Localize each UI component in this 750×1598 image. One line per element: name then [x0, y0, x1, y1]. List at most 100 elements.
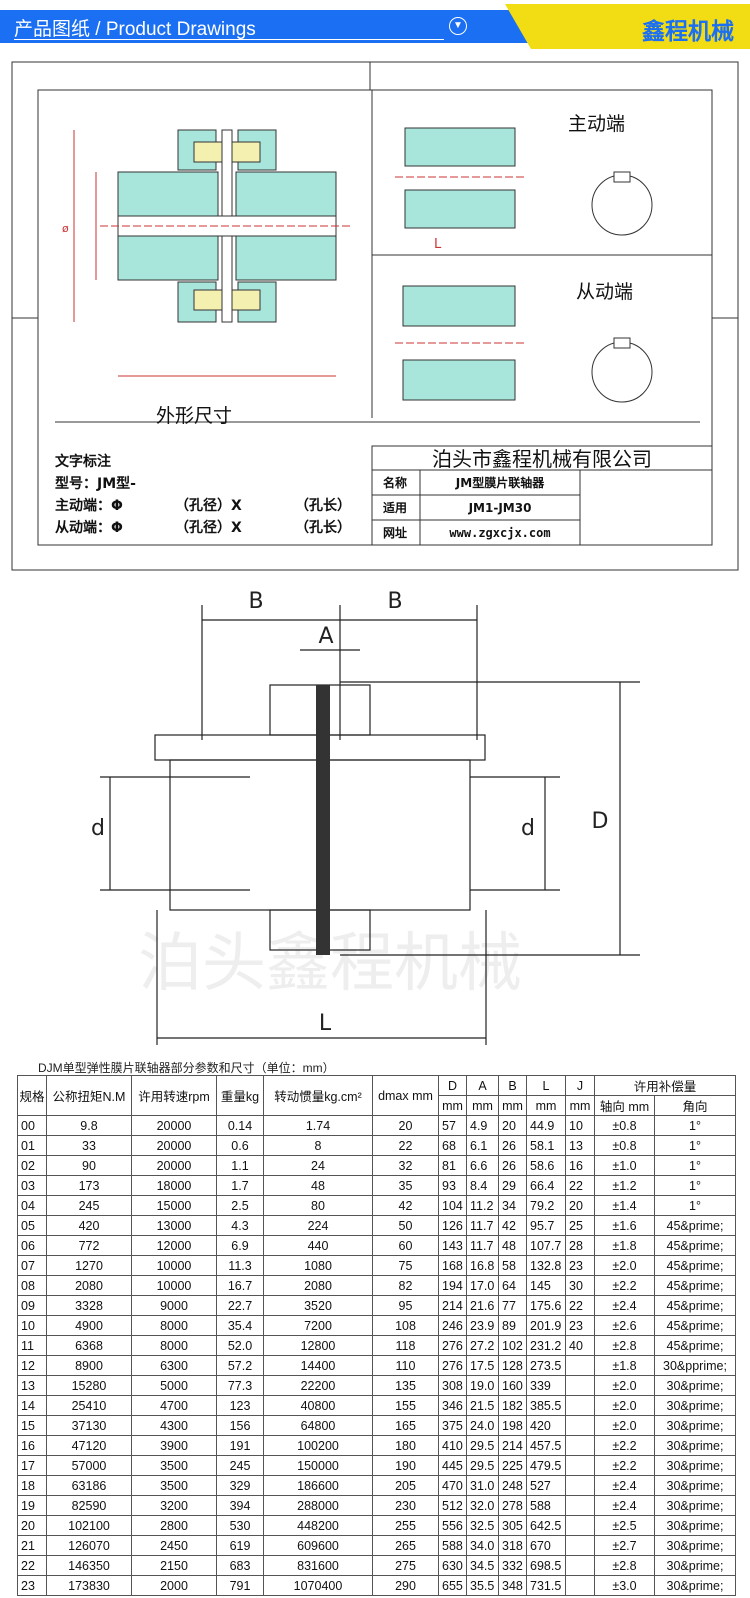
table-cell: 329 — [216, 1475, 264, 1496]
table-cell: 95 — [372, 1295, 439, 1316]
table-cell: ±0.8 — [594, 1135, 655, 1156]
table-cell: 28 — [565, 1235, 595, 1256]
name-label: 名称 — [383, 475, 407, 490]
table-cell: 13 — [565, 1135, 595, 1156]
table-cell: 305 — [498, 1515, 527, 1536]
dim-d-right: d — [521, 816, 535, 841]
table-cell: 21 — [17, 1535, 47, 1556]
table-cell: 45&prime; — [654, 1235, 736, 1256]
table-cell: 527 — [526, 1475, 566, 1496]
table-cell: ±2.0 — [594, 1395, 655, 1416]
table-cell: 180 — [372, 1435, 439, 1456]
table-cell: 17 — [17, 1455, 47, 1476]
table-cell: 03 — [17, 1175, 47, 1196]
table-cell: 1270 — [46, 1255, 132, 1276]
section-title: 产品图纸 / Product Drawings — [14, 19, 256, 40]
circle-chevron-down-icon[interactable]: ▼ — [449, 17, 467, 35]
table-cell: 609600 — [263, 1535, 373, 1556]
table-cell: 246 — [438, 1315, 467, 1336]
table-cell: 35.4 — [216, 1315, 264, 1336]
table-cell: 29.5 — [466, 1455, 499, 1476]
table-cell: 35 — [372, 1175, 439, 1196]
table-cell: 47120 — [46, 1435, 132, 1456]
table-cell: 48 — [498, 1235, 527, 1256]
table-cell: 2080 — [46, 1275, 132, 1296]
table-cell: 20 — [17, 1515, 47, 1536]
unit-J: mm — [565, 1095, 595, 1116]
table-cell: 1° — [654, 1195, 736, 1216]
table-cell: 13 — [17, 1375, 47, 1396]
table-cell: 8.4 — [466, 1175, 499, 1196]
brand-name: 鑫程机械 — [642, 18, 734, 44]
table-cell: 20 — [498, 1115, 527, 1136]
col-angular: 角向 — [654, 1095, 736, 1116]
table-cell — [565, 1415, 595, 1436]
table-cell: 13000 — [131, 1215, 217, 1236]
table-cell: 82590 — [46, 1495, 132, 1516]
table-cell: 40800 — [263, 1395, 373, 1416]
table-cell: 90 — [46, 1155, 132, 1176]
table-cell: ±2.4 — [594, 1475, 655, 1496]
table-cell: 16.7 — [216, 1275, 264, 1296]
table-cell: 156 — [216, 1415, 264, 1436]
drive-end-label: 主动端 — [568, 113, 625, 135]
table-cell: 23 — [17, 1575, 47, 1596]
table-cell: 04 — [17, 1195, 47, 1216]
table-cell: 6.9 — [216, 1235, 264, 1256]
table-cell: 12800 — [263, 1335, 373, 1356]
table-cell: 35.5 — [466, 1575, 499, 1596]
table-cell: 07 — [17, 1255, 47, 1276]
table-cell: 52.0 — [216, 1335, 264, 1356]
table-cell: 375 — [438, 1415, 467, 1436]
apply-value: JM1-JM30 — [468, 501, 532, 515]
site-label: 网址 — [383, 525, 407, 540]
table-cell: 4300 — [131, 1415, 217, 1436]
table-cell: 318 — [498, 1535, 527, 1556]
table-cell: 175.6 — [526, 1295, 566, 1316]
table-cell: 11.7 — [466, 1215, 499, 1236]
table-cell: 30&prime; — [654, 1455, 736, 1476]
table-cell: 6300 — [131, 1355, 217, 1376]
table-cell: 132.8 — [526, 1255, 566, 1276]
name-value: JM型膜片联轴器 — [455, 475, 545, 490]
table-cell: ±2.2 — [594, 1275, 655, 1296]
table-cell: 0.6 — [216, 1135, 264, 1156]
dim-B-left: B — [248, 589, 263, 614]
driven-end-label: 从动端 — [576, 281, 633, 303]
table-cell: ±2.2 — [594, 1455, 655, 1476]
table-cell: 3200 — [131, 1495, 217, 1516]
table-cell: 11.3 — [216, 1255, 264, 1276]
table-cell: 479.5 — [526, 1455, 566, 1476]
table-cell: 10 — [565, 1115, 595, 1136]
table-cell: 02 — [17, 1155, 47, 1176]
table-cell: 205 — [372, 1475, 439, 1496]
title-underline — [14, 39, 444, 40]
table-cell: 201.9 — [526, 1315, 566, 1336]
table-cell: 135 — [372, 1375, 439, 1396]
table-cell: 173 — [46, 1175, 132, 1196]
table-cell: 2150 — [131, 1555, 217, 1576]
table-cell: 01 — [17, 1135, 47, 1156]
table-cell: 3520 — [263, 1295, 373, 1316]
table-cell: 11.2 — [466, 1195, 499, 1216]
table-cell: 308 — [438, 1375, 467, 1396]
table-cell: 248 — [498, 1475, 527, 1496]
table-cell: 160 — [498, 1375, 527, 1396]
unit-D: mm — [438, 1095, 467, 1116]
table-cell: 27.2 — [466, 1335, 499, 1356]
table-cell: 20000 — [131, 1115, 217, 1136]
table-cell: 34.5 — [466, 1555, 499, 1576]
table-cell: 3328 — [46, 1295, 132, 1316]
table-cell — [565, 1455, 595, 1476]
table-cell: 9000 — [131, 1295, 217, 1316]
table-cell: 64 — [498, 1275, 527, 1296]
table-cell: 66.4 — [526, 1175, 566, 1196]
